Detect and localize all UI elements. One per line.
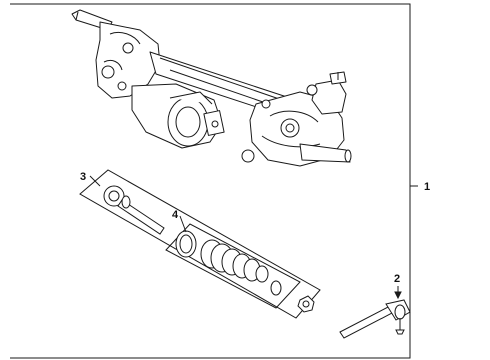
outer-frame (10, 3, 411, 359)
callout-4: 4 (172, 209, 179, 221)
inner-tie-rod (103, 185, 165, 235)
callout-3: 3 (80, 171, 86, 183)
steering-boot (175, 230, 282, 296)
callout-leaders (89, 175, 418, 300)
callout-2: 2 (394, 273, 400, 285)
tie-rod-kit-box (79, 169, 321, 319)
steering-gear-assembly (71, 9, 352, 167)
jam-nut (297, 295, 315, 313)
callout-1: 1 (424, 181, 430, 193)
outer-tie-rod-end (339, 299, 411, 339)
